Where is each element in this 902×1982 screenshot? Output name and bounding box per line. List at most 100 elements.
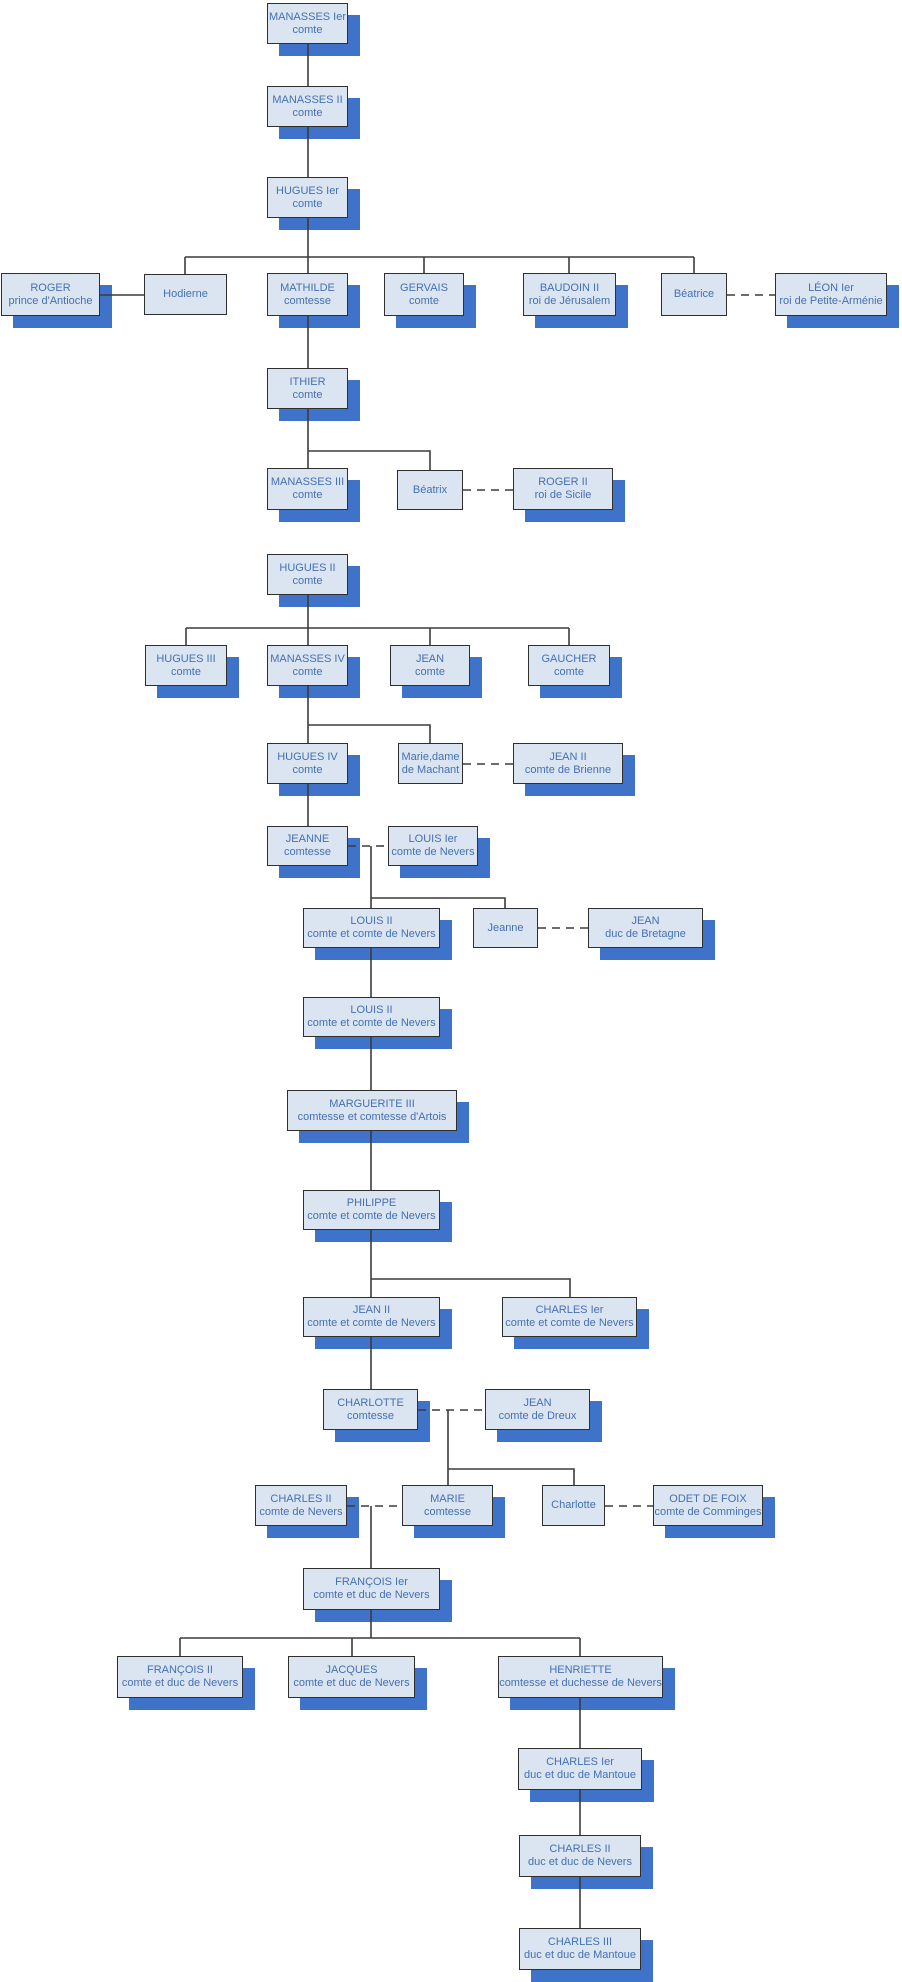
node-name-line: Béatrix [412, 483, 448, 496]
node-name-line: CHARLES Ier [546, 1756, 614, 1768]
node-title-line: comte de Brienne [524, 763, 612, 776]
node-name-line: LOUIS Ier [408, 833, 458, 845]
descent-connector [308, 724, 431, 743]
node-title-line: comte et duc de Nevers [293, 1677, 410, 1689]
node-beatrice: Béatrice [661, 273, 727, 316]
node-title-line: roi de Petite-Arménie [779, 294, 883, 307]
node-title-line: duc de Bretagne [605, 928, 686, 940]
node-name-line: HUGUES IV [277, 750, 338, 763]
node-name-line: JEAN II [549, 750, 587, 763]
node-title-line: comte et comte de Nevers [307, 1317, 436, 1329]
node-name-line: HUGUES III [156, 652, 216, 665]
node-name-line: ROGER II [538, 476, 588, 488]
node-title-line: comtesse [283, 294, 332, 307]
node-title-line: comte [292, 23, 323, 36]
node-title-line: duc et duc de Mantoue [524, 1949, 636, 1961]
node-title-line: comte [554, 665, 584, 678]
node-name-line: Jeanne [487, 921, 524, 934]
node-name-line: CHARLES III [547, 1936, 613, 1948]
node-name-line: CHARLOTTE [337, 1396, 404, 1409]
node-hodierne: Hodierne [144, 274, 227, 315]
node-name-line: JEANNE [285, 833, 330, 845]
node-title-line: comte et comte de Nevers [505, 1317, 634, 1329]
node-title-line: comte de Comminges [654, 1505, 762, 1518]
node-title-line: duc et duc de Nevers [528, 1856, 632, 1868]
node-name-line: LOUIS II [350, 1004, 393, 1016]
node-name-line: MARIE [430, 1492, 465, 1505]
node-title-line: comte de Nevers [259, 1505, 343, 1518]
node-title-line: roi de Sicile [534, 489, 592, 501]
node-title-line: comte [409, 294, 439, 307]
node-name-line: MANASSES IV [270, 652, 345, 665]
descent-connector [308, 450, 431, 470]
node-name-line: FRANÇOIS II [146, 1664, 213, 1676]
descent-connector [371, 1278, 571, 1297]
node-name-line: JEAN [415, 652, 445, 665]
node-charlotte: Charlotte [542, 1485, 605, 1526]
node-title-line: comte [292, 574, 323, 587]
node-name-line: CHARLES II [270, 1492, 332, 1505]
node-name-line: BAUDOIN II [539, 281, 600, 294]
node-title-line: de Machant [401, 763, 460, 776]
node-title-line: comte et comte de Nevers [307, 1210, 436, 1222]
node-jeanne: Jeanne [473, 908, 538, 948]
node-name-line: ODET DE FOIX [669, 1492, 747, 1505]
node-title-line: comte [415, 665, 445, 678]
node-name-line: Béatrice [673, 288, 715, 300]
node-name-line: JEAN [631, 915, 660, 927]
node-title-line: comtesse [423, 1505, 472, 1518]
node-title-line: comte et comte de Nevers [307, 928, 436, 940]
node-title-line: comte de Nevers [391, 846, 475, 858]
node-name-line: FRANÇOIS Ier [335, 1576, 408, 1588]
node-name-line: PHILIPPE [346, 1197, 397, 1209]
node-title-line: comte [292, 489, 323, 501]
node-name-line: Charlotte [551, 1499, 596, 1511]
node-title-line: comte et comte de Nevers [307, 1017, 436, 1029]
node-name-line: LOUIS II [350, 915, 393, 927]
node-title-line: duc et duc de Mantoue [524, 1769, 636, 1781]
node-title-line: comte [292, 763, 323, 776]
node-name-line: MANASSES II [272, 93, 343, 106]
node-title-line: prince d'Antioche [8, 294, 93, 307]
node-name-line: HENRIETTE [549, 1664, 612, 1676]
node-name-line: MATHILDE [280, 281, 335, 294]
node-title-line: comte [292, 388, 323, 401]
node-name-line: GERVAIS [400, 281, 448, 294]
node-name-line: ITHIER [289, 375, 326, 388]
node-name-line: LÉON Ier [808, 281, 854, 294]
descent-connector [371, 897, 506, 908]
node-name-line: HUGUES II [279, 561, 336, 574]
